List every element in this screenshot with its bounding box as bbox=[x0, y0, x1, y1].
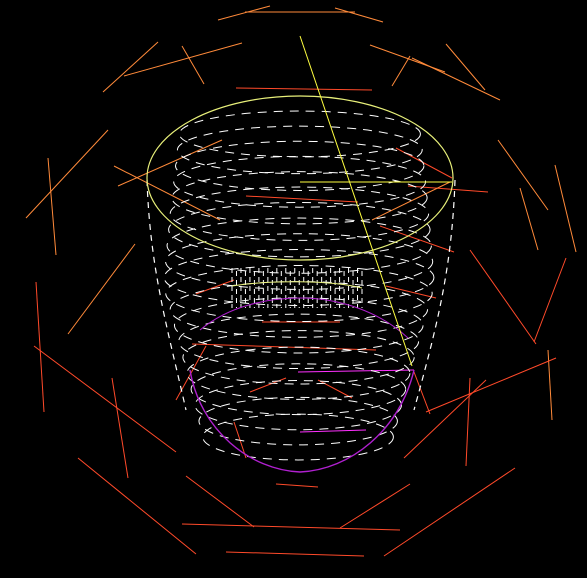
dashed-ring bbox=[168, 201, 431, 258]
segment bbox=[249, 377, 287, 393]
segment bbox=[181, 523, 401, 531]
segment bbox=[245, 195, 359, 203]
segment bbox=[185, 475, 255, 528]
segment bbox=[547, 349, 553, 421]
segment bbox=[35, 281, 45, 413]
dashed-ring bbox=[175, 140, 425, 191]
dashed-ring bbox=[166, 217, 432, 274]
dashed-ring bbox=[176, 125, 423, 175]
segment bbox=[445, 43, 486, 91]
segment bbox=[411, 57, 501, 101]
segment bbox=[519, 187, 539, 251]
segment bbox=[235, 87, 373, 91]
segment bbox=[297, 369, 415, 373]
dashed-ring bbox=[190, 363, 407, 416]
inner-arc bbox=[231, 281, 363, 289]
segment bbox=[379, 225, 455, 253]
segment bbox=[413, 371, 431, 415]
segment bbox=[117, 139, 223, 187]
segment bbox=[47, 157, 57, 256]
segment bbox=[407, 185, 489, 193]
dashed-ring bbox=[202, 413, 394, 461]
bottom-ring-back bbox=[199, 297, 409, 339]
dashed-ring bbox=[163, 249, 435, 307]
segment bbox=[469, 249, 537, 345]
segment bbox=[299, 429, 367, 433]
dashed-ring bbox=[178, 110, 421, 158]
dashed-ring bbox=[165, 233, 434, 290]
segment bbox=[533, 257, 567, 343]
segment bbox=[391, 55, 411, 87]
segment bbox=[225, 551, 365, 557]
segment bbox=[33, 345, 177, 453]
segment bbox=[102, 41, 159, 93]
segment bbox=[465, 377, 471, 467]
top-rim bbox=[146, 95, 454, 261]
dashed-ring bbox=[182, 330, 415, 385]
segment bbox=[77, 457, 197, 555]
dashed-ring bbox=[173, 297, 424, 354]
segment bbox=[181, 45, 205, 85]
scattered-segments bbox=[25, 5, 577, 557]
segment bbox=[497, 139, 549, 211]
dashed-ring bbox=[165, 264, 433, 322]
left-wall bbox=[146, 179, 187, 411]
segment bbox=[425, 357, 557, 413]
right-wall bbox=[413, 179, 456, 411]
segment bbox=[111, 377, 129, 479]
segment bbox=[385, 285, 437, 299]
segment bbox=[383, 467, 516, 557]
segment bbox=[25, 129, 109, 219]
segment bbox=[123, 42, 243, 77]
dashed-ring bbox=[186, 346, 411, 400]
segment bbox=[339, 483, 411, 529]
segment bbox=[217, 5, 271, 21]
bottom-ring bbox=[189, 369, 415, 473]
dashed-ring bbox=[169, 186, 430, 241]
segment bbox=[334, 7, 384, 23]
segment bbox=[403, 379, 487, 459]
yellow-diagonal-line bbox=[299, 35, 413, 367]
segment bbox=[195, 279, 235, 295]
segment bbox=[113, 165, 221, 221]
segment bbox=[371, 181, 451, 221]
segment bbox=[275, 483, 319, 488]
segment bbox=[554, 164, 577, 253]
segment bbox=[67, 243, 136, 335]
dashed-ring bbox=[171, 171, 428, 225]
dashed-ring bbox=[178, 313, 420, 370]
dashed-ring bbox=[198, 396, 398, 446]
